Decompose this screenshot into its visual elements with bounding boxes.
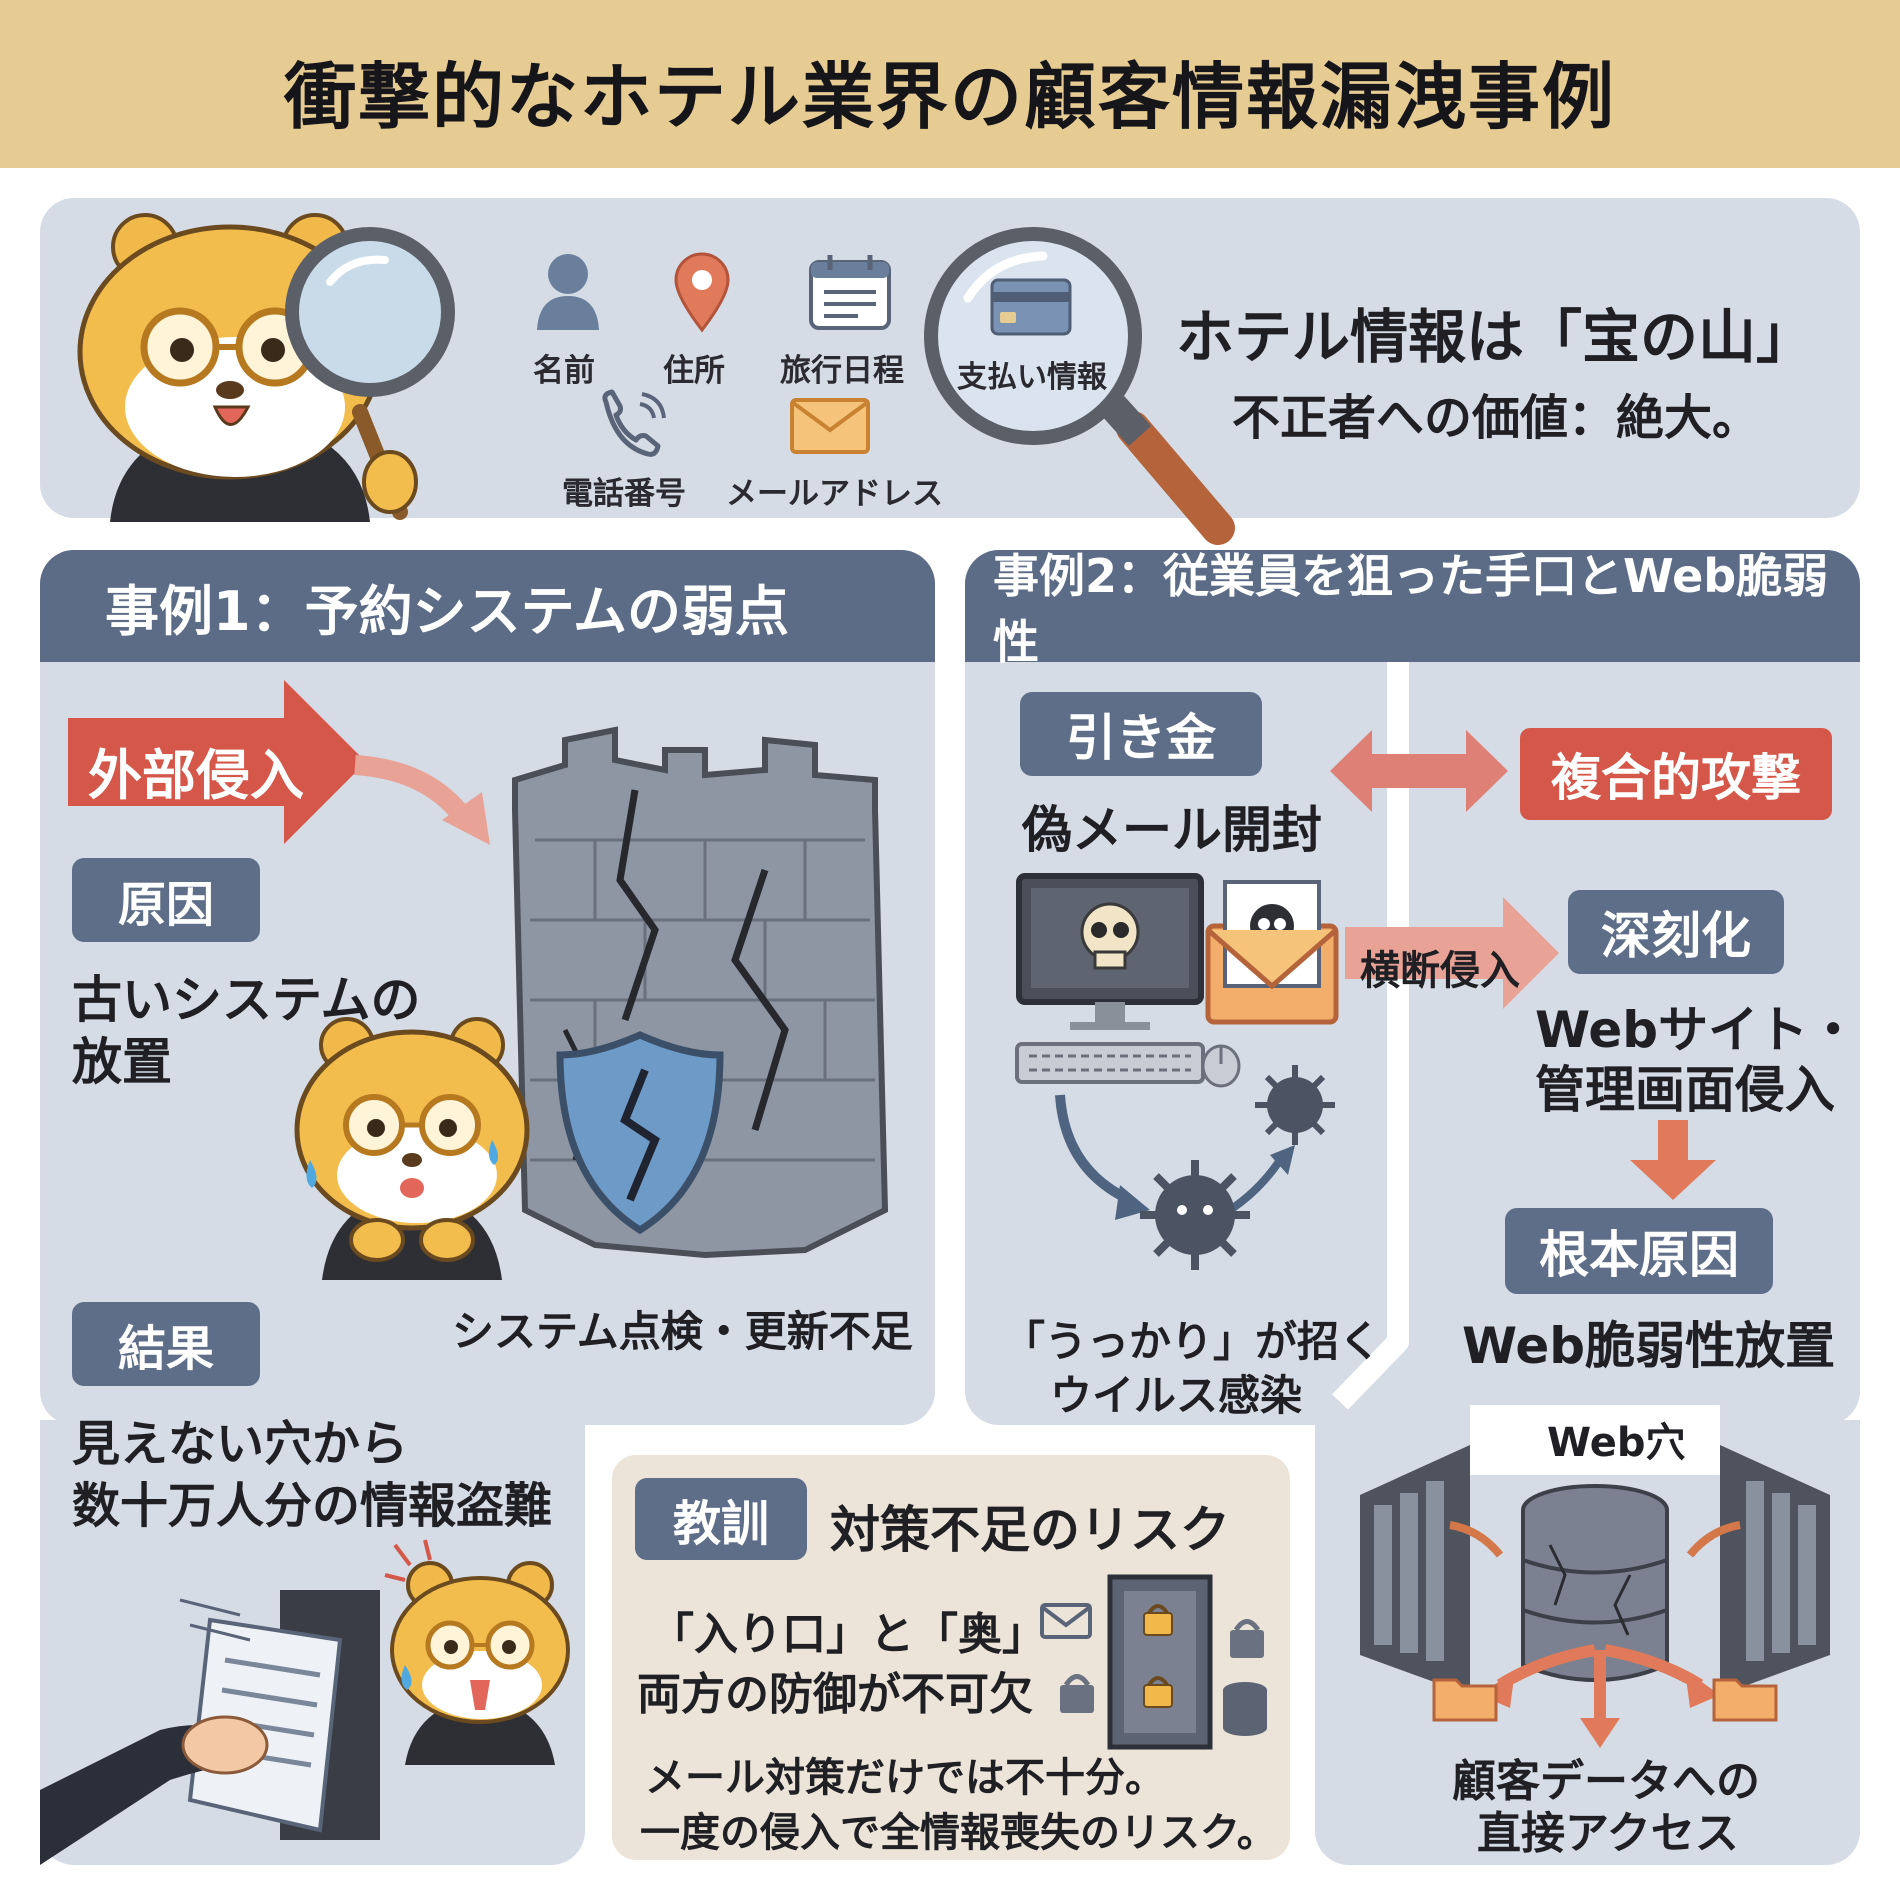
- lateral-label: 横断侵入: [1360, 948, 1520, 994]
- intrusion-curve-arrow: [354, 755, 490, 845]
- value-subline: 不正者への価値：絶大。: [1232, 390, 1761, 446]
- infection-line-1: 「うっかり」が招く: [1003, 1317, 1382, 1366]
- intrusion-label: 外部侵入: [88, 744, 304, 807]
- folder-icon-left: [1432, 1678, 1498, 1722]
- title-banner: [0, 0, 1900, 168]
- broken-shield-icon: [556, 1031, 724, 1235]
- data-leak-arrows: [1480, 1644, 1720, 1748]
- cause-line-2: 放置: [72, 1033, 172, 1091]
- malicious-email-icon: [1205, 880, 1339, 1025]
- trigger-text: 偽メール開封: [1022, 801, 1322, 859]
- treasure-headline: ホテル情報は「宝の山」: [1176, 303, 1815, 371]
- web-hole-label: Web穴: [1547, 1420, 1686, 1466]
- result-line-1b: 見えない穴から: [72, 1416, 409, 1472]
- phone-icon: [602, 389, 666, 457]
- worried-mascot-illustration: [294, 1017, 530, 1280]
- intrusion-arrow: [68, 680, 366, 844]
- check-note: システム点検・更新不足: [452, 1307, 913, 1356]
- data-access-line-2: 直接アクセス: [1477, 1808, 1739, 1859]
- folder-icon-right: [1712, 1678, 1778, 1722]
- case2-header: 事例2：従業員を狙った手口とWeb脆弱性: [965, 549, 1860, 669]
- item-label-phone: 電話番号: [562, 476, 686, 512]
- case1-header-text: 事例1：予約システムの弱点: [105, 579, 789, 643]
- infected-computer-illustration: [1015, 873, 1205, 1084]
- lesson-line-1: 「入り口」と「奥」: [650, 1609, 1046, 1660]
- case2-header-text: 事例2：従業員を狙った手口とWeb脆弱性: [993, 549, 1829, 669]
- item-label-address: 住所: [663, 353, 725, 389]
- double-arrow: [1330, 730, 1508, 812]
- lesson-note-1: メール対策だけでは不十分。: [645, 1755, 1165, 1801]
- lateral-arrow: [1345, 897, 1559, 1009]
- person-icon: [537, 254, 599, 330]
- data-access-line-1: 顧客データへの: [1452, 1756, 1760, 1807]
- root-cause-label: 根本原因: [1505, 1208, 1773, 1294]
- magnifier-payment-illustration: [924, 227, 1235, 545]
- locked-door-illustration: [1040, 1574, 1267, 1750]
- calendar-icon: [809, 255, 891, 330]
- item-label-email: メールアドレス: [726, 476, 943, 512]
- lesson-title: 対策不足のリスク: [830, 1501, 1230, 1559]
- server-breach-illustration: [1360, 1405, 1830, 1695]
- infection-line-2: ウイルス感染: [1050, 1371, 1303, 1420]
- deepen-line-2: 管理画面侵入: [1535, 1061, 1835, 1119]
- envelope-icon: [790, 398, 870, 454]
- item-label-name: 名前: [533, 353, 595, 389]
- trigger-label: 引き金: [1020, 692, 1262, 776]
- virus-infection-illustration: [1055, 1065, 1335, 1270]
- item-label-payment: 支払い情報: [957, 360, 1107, 395]
- mascot-detective-illustration: [77, 213, 455, 522]
- lesson-line-2: 両方の防御が不可欠: [637, 1669, 1033, 1720]
- result-label: 結果: [72, 1302, 260, 1386]
- result-line-2b: 数十万人分の情報盗難: [72, 1478, 553, 1534]
- case1-header: 事例1：予約システムの弱点: [40, 550, 935, 662]
- lesson-note-2: 一度の侵入で全情報喪失のリスク。: [640, 1810, 1277, 1856]
- location-pin-icon: [674, 252, 730, 333]
- mouse-icon: [1201, 1044, 1241, 1088]
- cause-label: 原因: [72, 858, 260, 942]
- credit-card-icon: [990, 278, 1072, 336]
- page-title: 衝撃的なホテル業界の顧客情報漏洩事例: [283, 55, 1616, 139]
- root-cause-text: Web脆弱性放置: [1462, 1317, 1836, 1375]
- lesson-label: 教訓: [635, 1478, 807, 1560]
- deepen-label: 深刻化: [1568, 890, 1784, 974]
- case2-divider: [1332, 662, 1409, 1410]
- alarmed-mascot-illustration: [384, 1539, 570, 1765]
- cause-line-1: 古いシステムの: [72, 971, 421, 1029]
- down-arrow: [1630, 1120, 1716, 1200]
- item-label-itinerary: 旅行日程: [780, 353, 904, 389]
- deepen-line-1: Webサイト・: [1535, 1001, 1859, 1059]
- combined-attack-label: 複合的攻撃: [1520, 728, 1832, 820]
- stolen-documents-illustration: [40, 1590, 380, 1865]
